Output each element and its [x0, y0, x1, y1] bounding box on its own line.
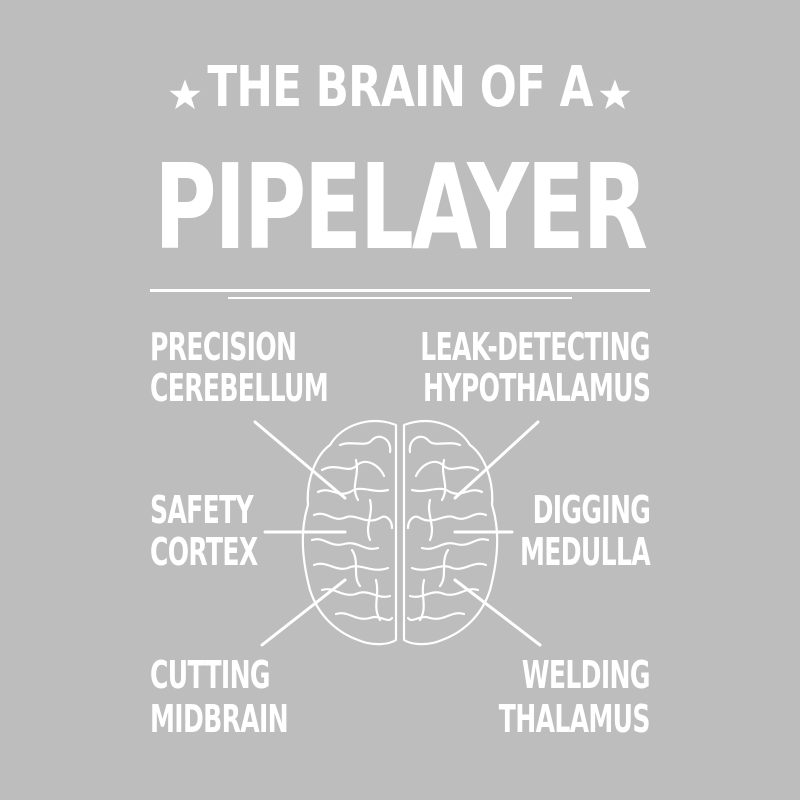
- label-mid-right-line1: DIGGING: [532, 488, 650, 532]
- label-top-left-line1: PRECISION: [150, 325, 297, 369]
- label-top-right-line2: HYPOTHALAMUS: [422, 366, 651, 410]
- pointer-line-top-left: [253, 420, 347, 500]
- star-icon-left: [169, 79, 201, 110]
- label-mid-left-line2: CORTEX: [150, 530, 258, 574]
- page-title-line1: THE BRAIN OF A: [207, 55, 593, 120]
- star-icon-right: [599, 79, 631, 110]
- title-divider-top: [150, 289, 650, 292]
- label-bottom-right-line1: WELDING: [522, 653, 651, 697]
- pointer-line-top-right: [453, 420, 540, 500]
- page-title-line2: PIPELAYER: [154, 138, 648, 276]
- label-mid-left-line1: SAFETY: [150, 488, 254, 532]
- label-bottom-left-line1: CUTTING: [150, 653, 271, 697]
- label-bottom-right-line2: THALAMUS: [498, 697, 651, 741]
- label-bottom-left-line2: MIDBRAIN: [150, 697, 289, 741]
- label-mid-right-line2: MEDULLA: [519, 530, 651, 574]
- label-top-right-line1: LEAK-DETECTING: [420, 325, 650, 369]
- title-divider-bottom: [228, 297, 572, 299]
- label-top-left-line2: CEREBELLUM: [150, 366, 329, 410]
